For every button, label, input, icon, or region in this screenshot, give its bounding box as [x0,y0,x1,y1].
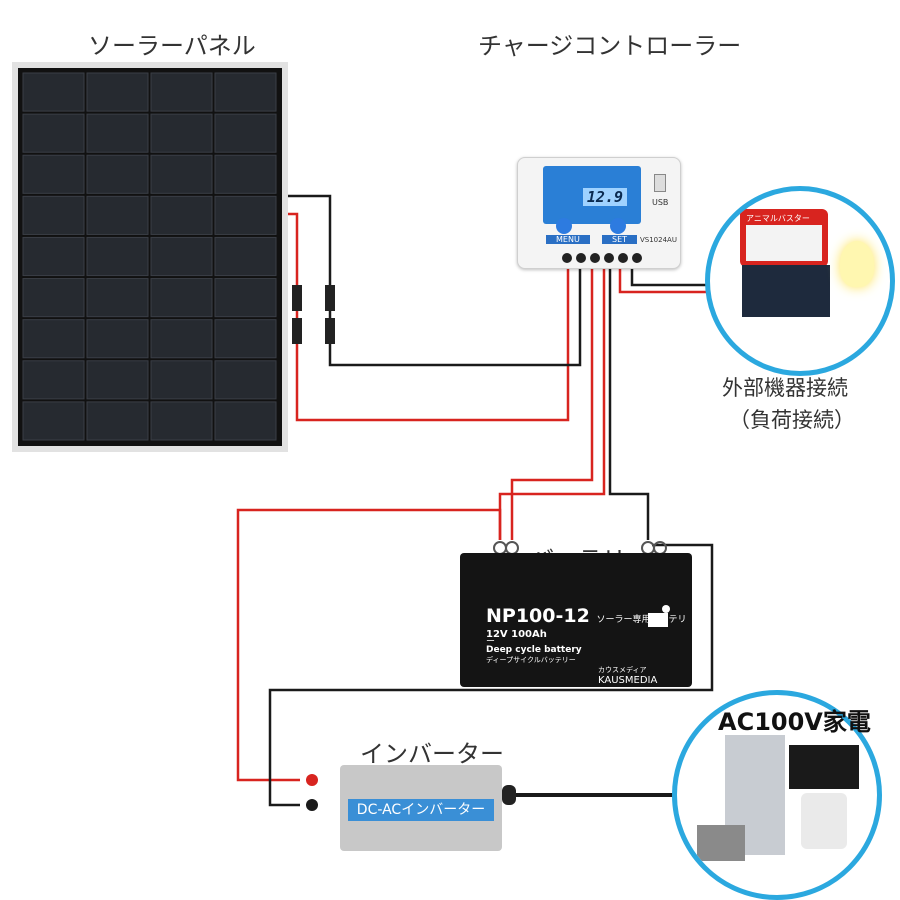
ac-appliances-label: AC100V家電 [718,708,871,736]
solar-cell [150,72,213,112]
solar-cell [214,360,277,400]
solar-cell [150,319,213,359]
solar-cell [22,236,85,277]
solar-cell [86,154,149,194]
battery-model: NP100-12 ソーラー専用バッテリー [486,605,687,647]
animal-buster-title: アニマルバスター [746,214,810,223]
battery-model-sub: ソーラー専用バッテリー [486,615,687,647]
solar-cell [22,278,85,318]
solar-cell [150,236,213,277]
solar-cell [150,195,213,235]
solar-cell [86,195,149,235]
solar-cell [22,154,85,194]
solar-panel-label: ソーラーパネル [88,32,256,60]
solar-cell [150,401,213,441]
solar-cell [22,360,85,400]
solar-cell [214,401,277,441]
menu-button[interactable] [556,218,572,234]
microwave [697,825,745,861]
battery: NP100-12 ソーラー専用バッテリー 12V 100Ah Deep cycl… [460,553,692,687]
battery-brand: カウスメディア KAUSMEDIA [598,666,658,686]
television [789,745,859,789]
solar-cell [86,319,149,359]
usb-label: USB [652,198,669,207]
solar-cell [86,278,149,318]
controller-model: VS1024AU [640,236,677,244]
battery-spec: 12V 100Ah [486,629,547,640]
solar-cell [22,195,85,235]
set-button[interactable] [610,218,626,234]
battery-brand-jp: カウスメディア [598,666,647,674]
solar-cell [22,401,85,441]
solar-cell [150,154,213,194]
battery-negative-wire [608,268,650,540]
battery-positive-wire-2 [498,268,606,540]
solar-cell [86,236,149,277]
washing-machine [801,793,847,849]
inverter-label: インバーター [360,740,504,768]
solar-cell [150,278,213,318]
solar-cell [22,319,85,359]
solar-cell [86,72,149,112]
ac-appliances-circle [672,690,882,900]
solar-cell [214,195,277,235]
solar-cell [214,72,277,112]
solar-cell [86,360,149,400]
solar-panel-icon [648,605,670,627]
solar-cell [214,319,277,359]
inverter-plate: DC-ACインバーター [348,799,494,821]
load-negative-wire [630,268,712,287]
inverter-negative-wire [268,543,714,807]
load-device-circle: アニマルバスター [705,186,895,376]
load-label-line2: （負荷接続） [729,408,855,432]
controller-lcd: 12.9 [543,166,641,224]
charge-controller-label: チャージコントローラー [478,32,742,60]
load-label-line1: 外部機器接続 [722,376,848,400]
solar-cell [86,113,149,153]
set-label: SET [602,235,638,244]
battery-type-jp: ディープサイクルバッテリー [486,656,576,664]
battery-positive-wire-1 [510,268,594,540]
solar-cell [150,360,213,400]
solar-cell [86,401,149,441]
device-battery [742,265,830,317]
solar-cell [214,154,277,194]
menu-label: MENU [546,235,590,244]
solar-cell [22,72,85,112]
solar-panel [12,62,288,452]
controller-terminals [562,248,662,263]
controller-voltage: 12.9 [582,188,627,206]
charge-controller: 12.9 MENU SET USB VS1024AU [517,157,681,269]
usb-port [654,174,666,192]
solar-cell [214,278,277,318]
animal-buster-device: アニマルバスター [740,209,828,267]
solar-cell [214,113,277,153]
load-positive-wire [618,268,712,294]
solar-cell [22,113,85,153]
panel-positive-wire [288,212,570,422]
light-bulb-icon [840,241,874,287]
solar-cell [150,113,213,153]
panel-negative-wire [288,194,582,367]
inverter-positive-wire [236,508,502,782]
battery-type: Deep cycle battery ディープサイクルバッテリー [486,645,582,664]
inverter: DC-ACインバーター [340,765,502,851]
solar-cell [214,236,277,277]
